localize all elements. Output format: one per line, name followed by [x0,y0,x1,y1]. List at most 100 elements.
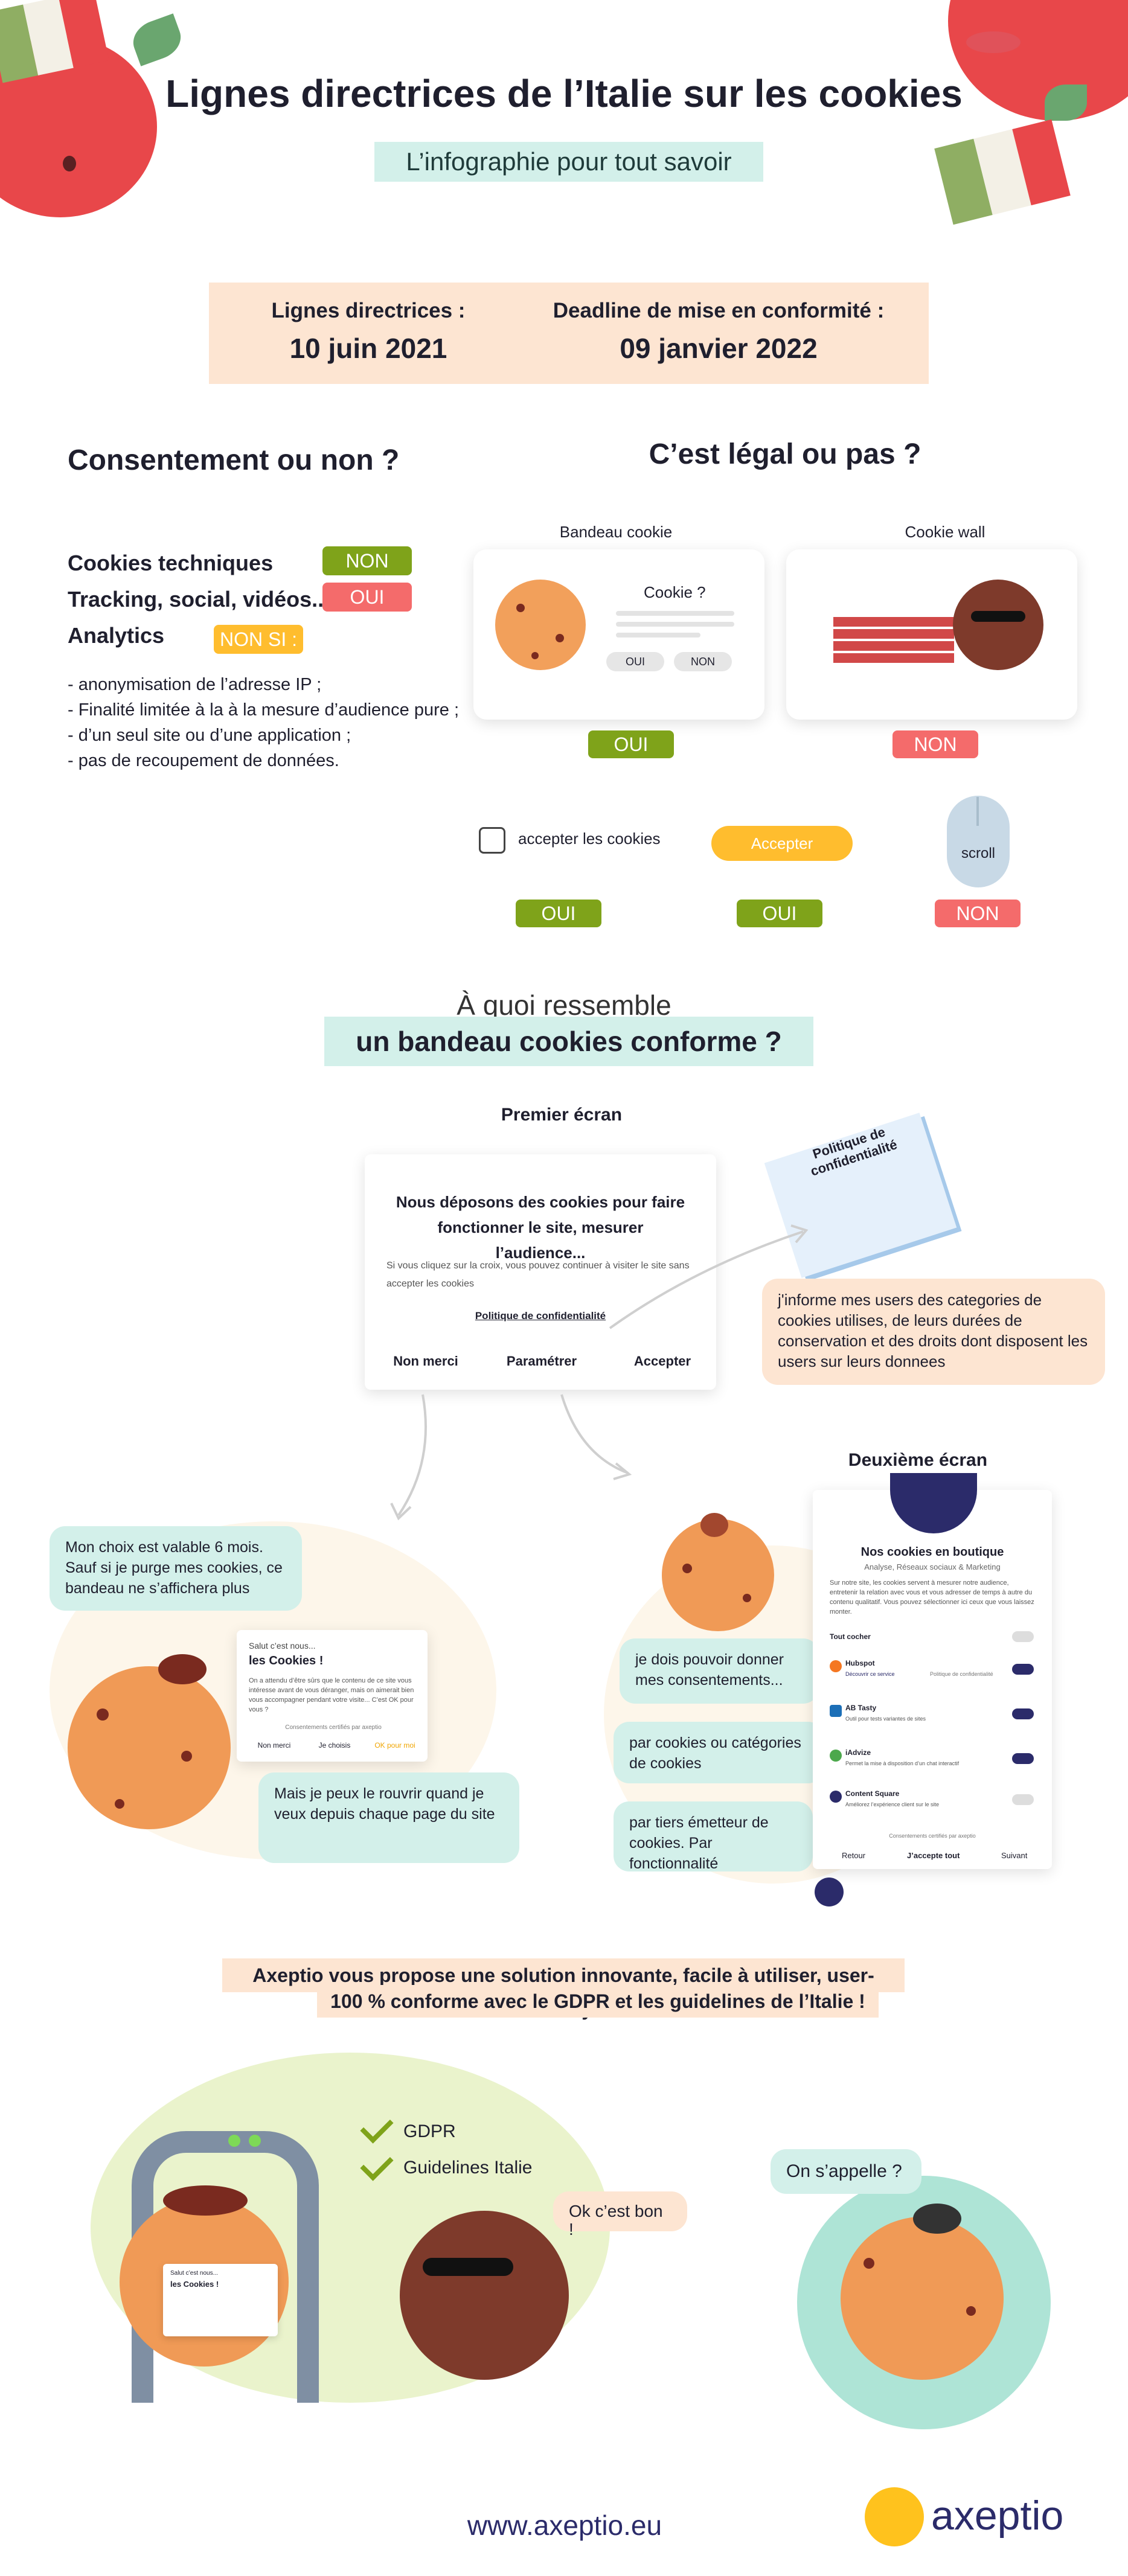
panel-accept-button[interactable]: J’accepte tout [907,1851,960,1860]
legal-title: C’est légal ou pas ? [649,438,921,470]
vendor-name: iAdvize [845,1748,871,1757]
vendor-desc: Outil pour tests variantes de sites [845,1716,926,1722]
mini-title: les Cookies ! [249,1654,324,1667]
vendor-toggle-on[interactable] [1012,1753,1034,1764]
dark-cookie-character [400,2211,569,2380]
vendor-logo [830,1791,842,1803]
leaf-top-right [966,31,1021,53]
sunglasses [423,2258,513,2276]
phone-cookie-character [841,2217,1004,2380]
banner-no-button[interactable]: Non merci [393,1354,458,1369]
mini-credit: Consentements certifiés par axeptio [285,1724,382,1731]
bottom-mini-hello: Salut c’est nous... [170,2270,218,2277]
wall-verdict: NON [892,730,978,758]
policy-bubble: j'informe mes users des categories de co… [762,1279,1105,1385]
bubble-give-consent: je dois pouvoir donner mes consentements… [620,1638,819,1704]
bottom-mini-banner [163,2264,278,2336]
dark-cookie-character [953,580,1043,670]
cookie-chip [115,1799,124,1809]
banner-popup-yes[interactable]: OUI [606,652,664,671]
panel-back-button[interactable]: Retour [842,1851,866,1860]
vendor-toggle-off[interactable] [1012,1794,1034,1805]
bubble-by-category: par cookies ou catégories de cookies [614,1722,824,1783]
mini-ok[interactable]: OK pour moi [374,1741,415,1750]
consent-condition: - Finalité limitée à la à la mesure d’au… [68,700,459,720]
cookie-chip [743,1594,751,1602]
panel-next-button[interactable]: Suivant [1001,1851,1028,1860]
check-gdpr-label: GDPR [403,2121,456,2141]
page-title: Lignes directrices de l’Italie sur les c… [165,72,963,115]
banner-popup-title: Cookie ? [644,583,706,601]
bubble-reopen: Mais je peux le rouvrir quand je veux de… [258,1772,519,1863]
italian-flag-top-right [934,119,1071,225]
cookie-chip [97,1708,109,1721]
footer-url[interactable]: www.axeptio.eu [467,2510,662,2541]
banner-main-text: Nous déposons des cookies pour faire fon… [396,1193,685,1262]
consent-row-label: Tracking, social, vidéos... [68,587,330,612]
vendor-desc: Améliorez l’expérience client sur le sit… [845,1801,940,1807]
vendor-toggle-on[interactable] [1012,1708,1034,1719]
bottom-mini-title: les Cookies ! [170,2280,219,2289]
check-guidelines-label: Guidelines Italie [403,2158,533,2178]
consent-badge-non-si: NON SI : [214,625,303,654]
banner-policy-link[interactable]: Politique de confidentialité [475,1310,606,1322]
cookie-chip [864,2258,874,2269]
wall-label: Cookie wall [905,523,985,541]
consent-condition: - anonymisation de l’adresse IP ; [68,675,322,694]
bubble-choice-valid: Mon choix est valable 6 mois. Sauf si je… [50,1526,302,1611]
cookie-chip [966,2306,976,2316]
bubble-by-vendor: par tiers émetteur de cookies. Par fonct… [614,1801,813,1872]
compliant-heading-line1: À quoi ressemble [457,989,671,1021]
vendor-name: Content Square [845,1789,900,1798]
guidelines-date: 10 juin 2021 [289,333,447,364]
accept-button[interactable]: Accepter [711,826,853,861]
banner-popup-no[interactable]: NON [674,652,732,671]
consent-row-label: Cookies techniques [68,551,274,575]
tomato-seed [63,156,76,171]
thinking-cookie-character [662,1519,774,1631]
cookie-chip [682,1564,692,1573]
cookie-hair [163,2185,248,2216]
mini-choose[interactable]: Je choisis [318,1741,351,1750]
banner-label: Bandeau cookie [559,523,673,541]
cookie-bun [700,1513,728,1537]
cookie-chip [181,1751,192,1762]
consent-badge-non: NON [322,546,412,575]
leaf-top-left [127,13,187,66]
vendor-logo [830,1660,842,1672]
accept-verdict: OUI [737,900,822,927]
checkbox-label: accepter les cookies [518,829,661,848]
vendor-policy[interactable]: Politique de confidentialité [930,1671,993,1677]
consent-row-label: Analytics [68,623,165,648]
panel-title: Nos cookies en boutique [860,1545,1004,1559]
banner-settings-button[interactable]: Paramétrer [506,1354,577,1369]
cookie-chip [556,634,564,642]
toggle-all-switch[interactable] [1012,1631,1034,1642]
vendor-desc: Découvrir ce service [845,1671,895,1677]
accept-checkbox[interactable] [479,827,505,854]
second-screen-label: Deuxième écran [848,1450,988,1470]
axeptio-logo-icon [865,2487,924,2546]
banner-small-text: Si vous cliquez sur la croix, vous pouve… [386,1261,690,1289]
banner-verdict: OUI [588,730,674,758]
vendor-logo [830,1750,842,1762]
vendor-desc: Permet la mise à disposition d’un chat i… [845,1760,960,1766]
vendor-toggle-on[interactable] [1012,1664,1034,1675]
ok-bubble: Ok c’est bon ! [553,2191,687,2239]
mini-no[interactable]: Non merci [257,1741,291,1750]
waving-cookie-character [68,1666,231,1829]
gate-light [249,2135,261,2147]
guidelines-label: Lignes directrices : [271,299,466,322]
cookie-hair [158,1654,207,1684]
toggle-all-label: Tout cocher [830,1632,871,1641]
deadline-label: Deadline de mise en conformité : [553,299,885,322]
cookie-hair [913,2204,961,2234]
vendor-name: AB Tasty [845,1704,877,1712]
banner-accept-button[interactable]: Accepter [633,1354,691,1369]
brick-wall [833,616,954,663]
footer-brand: axeptio [931,2493,1064,2539]
checkbox-verdict: OUI [516,900,601,927]
deadline-date: 09 janvier 2022 [620,333,818,364]
first-screen-banner [365,1154,716,1390]
cookie-chip [516,604,525,612]
